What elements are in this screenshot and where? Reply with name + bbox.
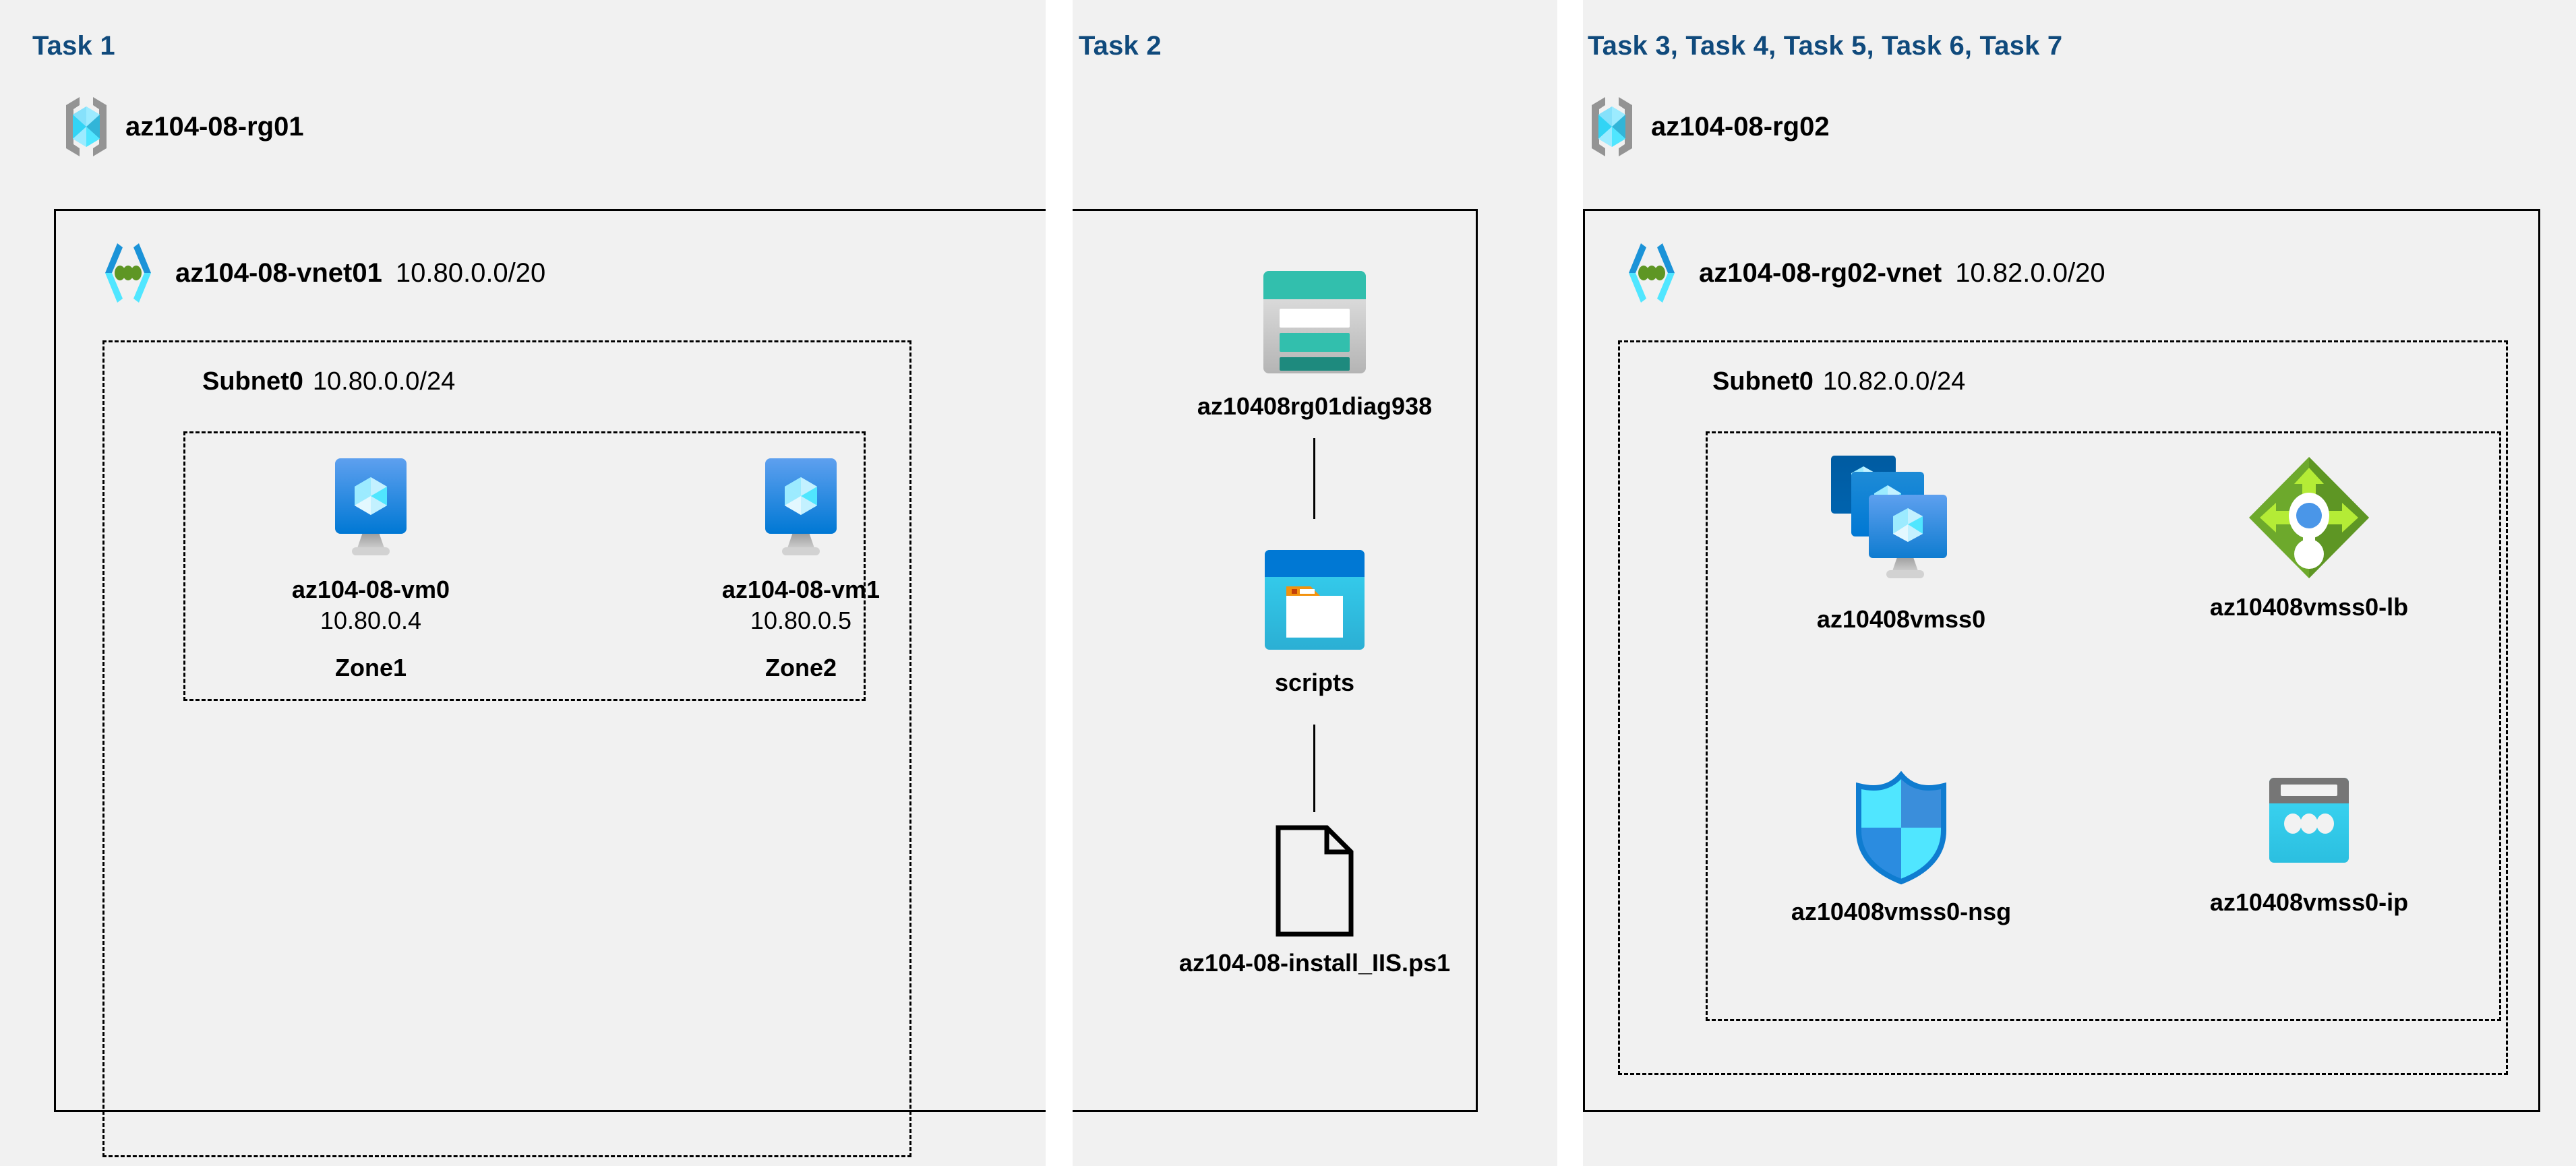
virtual-machine-icon: [320, 453, 421, 565]
resource-group-rg01-label: az104-08-rg01: [125, 111, 304, 142]
network-security-group-icon: [1851, 768, 1952, 887]
virtual-network-icon: [94, 239, 162, 307]
subnet0-name-right: Subnet0: [1712, 367, 1814, 396]
public-ip-address-name: az10408vmss0-ip: [2209, 888, 2409, 916]
network-security-group-name: az10408vmss0-nsg: [1791, 898, 2012, 925]
vnet01-boundary: [54, 209, 1478, 1112]
virtual-network-icon: [1618, 239, 1685, 307]
resource-group-icon: [1588, 94, 1636, 159]
resource-group-rg01: az104-08-rg01: [62, 94, 304, 159]
vm0-ip: 10.80.0.4: [320, 607, 422, 635]
virtual-machine-icon: [750, 453, 851, 565]
resource-group-rg02: az104-08-rg02: [1588, 94, 1830, 159]
connector-storage-to-container: [1313, 438, 1315, 519]
load-balancer-name: az10408vmss0-lb: [2209, 593, 2409, 621]
column-gap-left-lower: [1046, 209, 1072, 1113]
vm-scale-set-icon: [1827, 453, 1975, 594]
task3-heading: Task 3, Task 4, Task 5, Task 6, Task 7: [1588, 31, 2063, 61]
blob-container-name: scripts: [1274, 669, 1355, 696]
vnet01-header: az104-08-vnet01 10.80.0.0/20: [94, 239, 545, 307]
node-load-balancer[interactable]: az10408vmss0-lb: [2151, 453, 2467, 623]
node-storage-account[interactable]: az10408rg01diag938: [1187, 263, 1443, 422]
vnet02-header: az104-08-rg02-vnet 10.82.0.0/20: [1618, 239, 2105, 307]
task2-heading: Task 2: [1079, 31, 1162, 61]
vnet01-name: az104-08-vnet01: [175, 257, 382, 288]
vnet01-cidr: 10.80.0.0/20: [395, 257, 546, 288]
node-vm1[interactable]: az104-08-vm1 10.80.0.5 Zone2: [686, 453, 916, 682]
file-icon: [1270, 824, 1359, 938]
storage-account-name: az10408rg01diag938: [1197, 392, 1433, 420]
node-public-ip-address[interactable]: az10408vmss0-ip: [2157, 768, 2461, 918]
vm1-name: az104-08-vm1: [721, 576, 880, 603]
node-script-file[interactable]: az104-08-install_IIS.ps1: [1146, 824, 1483, 979]
script-file-name: az104-08-install_IIS.ps1: [1178, 949, 1451, 977]
resource-group-rg02-label: az104-08-rg02: [1651, 111, 1830, 142]
vmss-resource-boundary: [1706, 431, 2501, 1021]
vnet02-cidr: 10.82.0.0/20: [1955, 257, 2105, 288]
task1-heading: Task 1: [32, 31, 115, 61]
public-ip-address-icon: [2258, 768, 2360, 878]
vnet02-boundary: [1583, 209, 2540, 1112]
vm-scale-set-name: az10408vmss0: [1816, 605, 1986, 633]
vm1-ip: 10.80.0.5: [750, 607, 852, 635]
vm0-name: az104-08-vm0: [291, 576, 450, 603]
connector-container-to-file: [1313, 725, 1315, 812]
storage-account-icon: [1247, 263, 1382, 381]
vnet02-name: az104-08-rg02-vnet: [1699, 257, 1942, 288]
vm1-zone: Zone2: [765, 654, 837, 682]
vm0-zone: Zone1: [334, 654, 407, 682]
resource-group-icon: [62, 94, 111, 159]
blob-container-icon: [1258, 545, 1371, 658]
availability-zone-boundary: [183, 431, 866, 701]
subnet0-boundary-left: [102, 340, 911, 1157]
subnet0-name: Subnet0: [202, 367, 303, 396]
subnet0-boundary-right: [1618, 340, 2508, 1075]
subnet0-cidr-right: 10.82.0.0/24: [1822, 367, 1966, 396]
node-network-security-group[interactable]: az10408vmss0-nsg: [1760, 768, 2043, 927]
subnet0-header-left: Subnet0 10.80.0.0/24: [202, 367, 455, 396]
subnet0-header-right: Subnet0 10.82.0.0/24: [1712, 367, 1965, 396]
subnet0-cidr: 10.80.0.0/24: [312, 367, 456, 396]
load-balancer-icon: [2245, 453, 2373, 582]
node-vm0[interactable]: az104-08-vm0 10.80.0.4 Zone1: [256, 453, 485, 682]
node-blob-container[interactable]: scripts: [1207, 545, 1422, 698]
node-vm-scale-set[interactable]: az10408vmss0: [1760, 453, 2043, 635]
